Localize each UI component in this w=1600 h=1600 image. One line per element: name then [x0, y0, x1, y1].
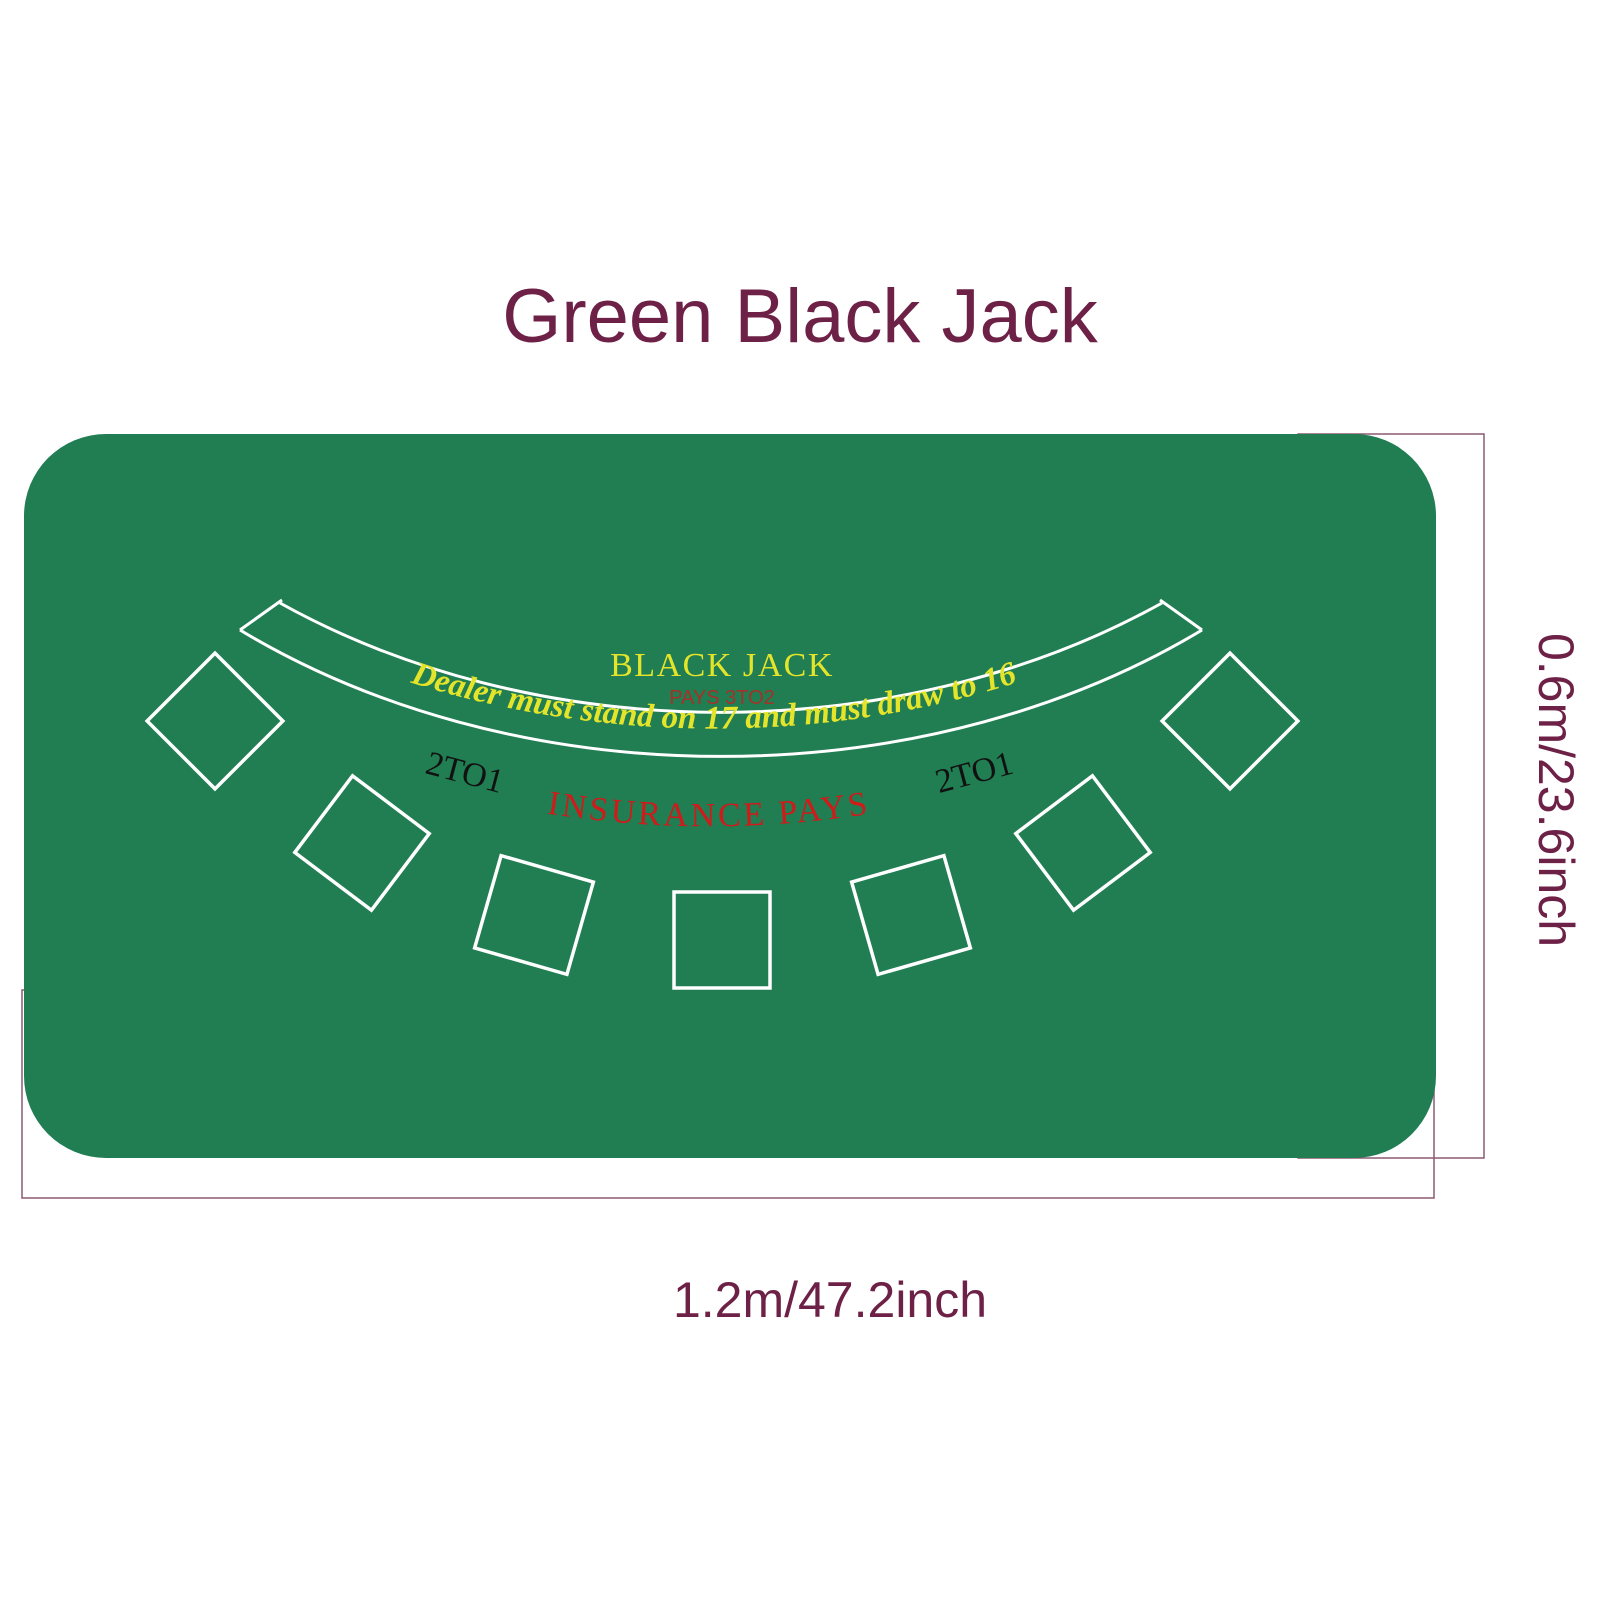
betting-spot-2[interactable] — [292, 773, 432, 913]
betting-spot-6[interactable] — [1013, 773, 1153, 913]
felt-mat — [24, 434, 1436, 1158]
betting-spot-4[interactable] — [672, 890, 772, 990]
rule-band-right-cap — [1159, 598, 1203, 632]
betting-spot-3[interactable] — [472, 853, 596, 977]
betting-spot-7[interactable] — [1159, 650, 1301, 792]
dealer-rule-band — [239, 598, 1203, 758]
rule-band-left-cap — [239, 598, 283, 632]
betting-spot-1[interactable] — [144, 650, 286, 792]
betting-spot-5[interactable] — [849, 853, 973, 977]
payout-text: PAYS 3TO2 — [669, 687, 775, 709]
height-dimension-label: 0.6m/23.6inch — [1528, 632, 1584, 948]
blackjack-logo: BLACK JACK — [610, 647, 834, 684]
rule-band-inner — [279, 601, 1163, 714]
width-dimension-label: 1.2m/47.2inch — [672, 1272, 988, 1328]
rule-band-outer — [239, 628, 1203, 758]
product-title: Green Black Jack — [502, 274, 1098, 359]
betting-spots — [144, 650, 1301, 990]
